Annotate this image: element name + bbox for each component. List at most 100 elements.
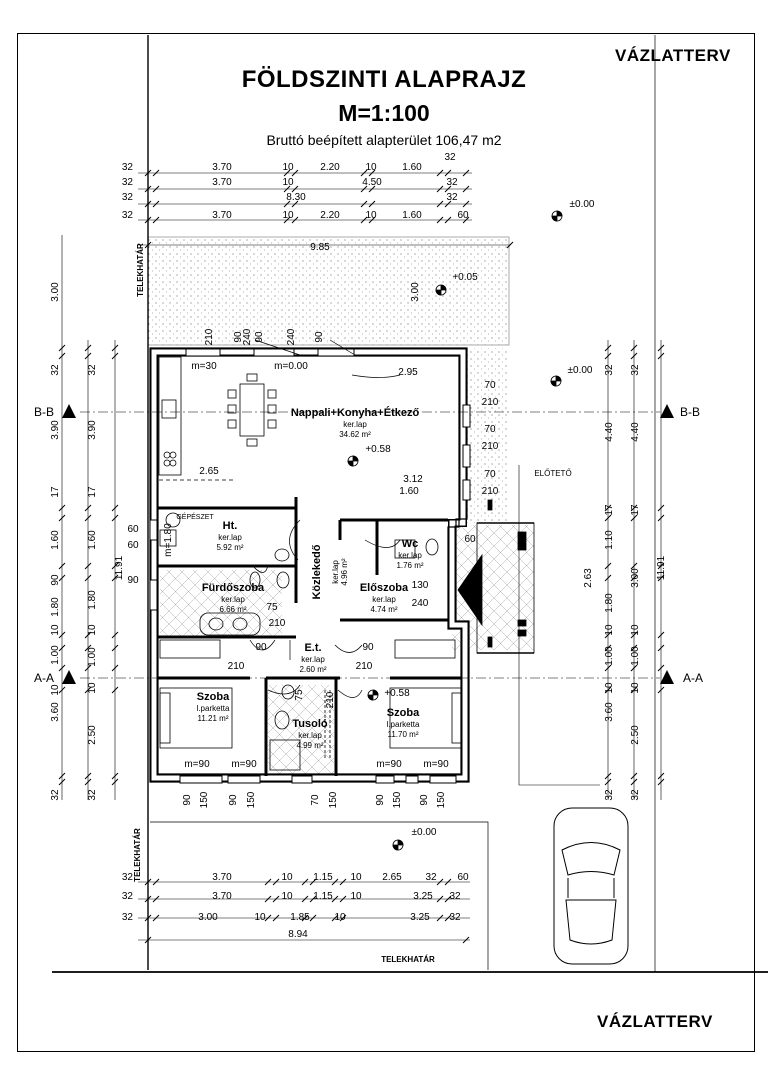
top-dim-label: 32 bbox=[122, 192, 134, 203]
opening-note: 240 bbox=[412, 598, 429, 609]
room-floor: ker.lap bbox=[398, 551, 422, 560]
dim-tick bbox=[339, 914, 347, 922]
dim-tick bbox=[604, 778, 612, 786]
room-name: Szoba bbox=[387, 707, 420, 719]
dim-tick bbox=[283, 200, 291, 208]
dim-tick bbox=[604, 664, 612, 672]
right-dim-label: 3.60 bbox=[604, 702, 615, 722]
drawing-subtitle: Bruttó beépített alapterület 106,47 m2 bbox=[266, 132, 502, 148]
property-line-label: TELEKHATÁR bbox=[381, 955, 435, 964]
property-line-label: TELEKHATÁR bbox=[136, 243, 145, 297]
room-area: 11.70 m² bbox=[388, 730, 419, 739]
dim-tick bbox=[436, 878, 444, 886]
terrace-depth: 3.00 bbox=[410, 282, 421, 302]
bottom-dim-label: 1.85 bbox=[290, 912, 310, 923]
dim-tick bbox=[144, 895, 152, 903]
elevation-marker bbox=[435, 284, 447, 296]
top-dim-label: 32 bbox=[122, 177, 134, 188]
top-dim-label: 3.70 bbox=[212, 177, 232, 188]
elevation-marker bbox=[551, 210, 563, 222]
bathtub bbox=[199, 612, 261, 636]
dim-tick bbox=[84, 644, 92, 652]
opening-note: m=90 bbox=[231, 759, 257, 770]
dim-tick bbox=[462, 185, 470, 193]
opening-note: 75 bbox=[266, 602, 278, 613]
dim-tick bbox=[657, 686, 665, 694]
opening-note: 75 bbox=[294, 689, 305, 701]
opening-note: 210 bbox=[482, 486, 499, 497]
bottom-dim-label: 3.25 bbox=[410, 912, 430, 923]
dim-tick bbox=[630, 644, 638, 652]
opening-note: 210 bbox=[482, 397, 499, 408]
wardrobe-left bbox=[159, 639, 221, 659]
terrace-width: 9.85 bbox=[310, 242, 330, 253]
room-floor: ker.lap bbox=[301, 655, 325, 664]
dim-tick bbox=[58, 772, 66, 780]
dim-tick bbox=[462, 216, 470, 224]
dim-tick bbox=[331, 914, 339, 922]
dim-tick bbox=[630, 574, 638, 582]
dim-tick bbox=[291, 216, 299, 224]
dim-tick bbox=[604, 514, 612, 522]
bottom-dim-label: 32 bbox=[449, 891, 461, 902]
dim-tick bbox=[84, 574, 92, 582]
elevation-marker bbox=[392, 839, 404, 851]
bottom-dim-label: 32 bbox=[122, 872, 134, 883]
opening-note: m=1.80 bbox=[163, 523, 174, 557]
dim-tick bbox=[84, 664, 92, 672]
left-dim-label: 3.90 bbox=[87, 420, 98, 440]
dim-tick bbox=[436, 914, 444, 922]
dim-tick bbox=[630, 514, 638, 522]
opening-note: 90 bbox=[228, 794, 239, 806]
dim-tick bbox=[360, 216, 368, 224]
opening-note: 150 bbox=[199, 791, 210, 808]
room-name: Tusoló bbox=[292, 718, 328, 730]
left-dim-label: 1.60 bbox=[87, 530, 98, 550]
bottom-dim-label: 8.94 bbox=[288, 929, 308, 940]
room-name: E.t. bbox=[304, 642, 321, 654]
dim-tick bbox=[339, 895, 347, 903]
dim-tick bbox=[272, 914, 280, 922]
dim-tick bbox=[657, 574, 665, 582]
right-dim-label: 4.40 bbox=[604, 422, 615, 442]
top-dim-label: 32 bbox=[122, 210, 134, 221]
left-dim-label: 32 bbox=[87, 789, 98, 801]
dim-tick bbox=[657, 778, 665, 786]
section-arrow-aa-left bbox=[62, 670, 76, 684]
right-dim-label: 17 bbox=[604, 504, 615, 516]
dim-tick bbox=[84, 772, 92, 780]
dim-tick bbox=[152, 878, 160, 886]
dim-tick bbox=[630, 352, 638, 360]
bottom-dim-label: 10 bbox=[281, 891, 293, 902]
right-total-label: 11.91 bbox=[656, 555, 667, 580]
bottom-dim-label: 2.65 bbox=[382, 872, 402, 883]
elevation-marker bbox=[367, 689, 379, 701]
opening-note: 90 bbox=[375, 794, 386, 806]
dim-tick bbox=[657, 664, 665, 672]
opening-note: 90 bbox=[314, 331, 325, 343]
kitchen-counter bbox=[158, 356, 182, 476]
toilet bbox=[276, 571, 290, 589]
right-dim-label: 10 bbox=[604, 624, 615, 636]
dim-tick bbox=[436, 169, 444, 177]
opening-note: 70 bbox=[484, 380, 496, 391]
room-name: Szoba bbox=[197, 691, 230, 703]
entrance-arrow bbox=[457, 553, 483, 627]
dining-table bbox=[239, 383, 265, 437]
room-area: 2.60 m² bbox=[299, 665, 326, 674]
left-dim-label: 10 bbox=[87, 682, 98, 694]
dim-tick bbox=[84, 352, 92, 360]
bottom-dim-label: 32 bbox=[122, 891, 134, 902]
right-dim-label: 1.80 bbox=[604, 593, 615, 613]
dim-tick bbox=[111, 644, 119, 652]
top-dim-label: 1.60 bbox=[402, 162, 422, 173]
dim-tick bbox=[444, 216, 452, 224]
left-dim-label: 10 bbox=[87, 624, 98, 636]
top-dim-label: 32 bbox=[446, 177, 458, 188]
room-floor: ker.lap bbox=[331, 560, 340, 584]
opening-note: 150 bbox=[436, 791, 447, 808]
elevation-label: +0.58 bbox=[365, 444, 391, 455]
top-dim-label: 10 bbox=[282, 210, 294, 221]
right-dim-label: 32 bbox=[630, 364, 641, 376]
